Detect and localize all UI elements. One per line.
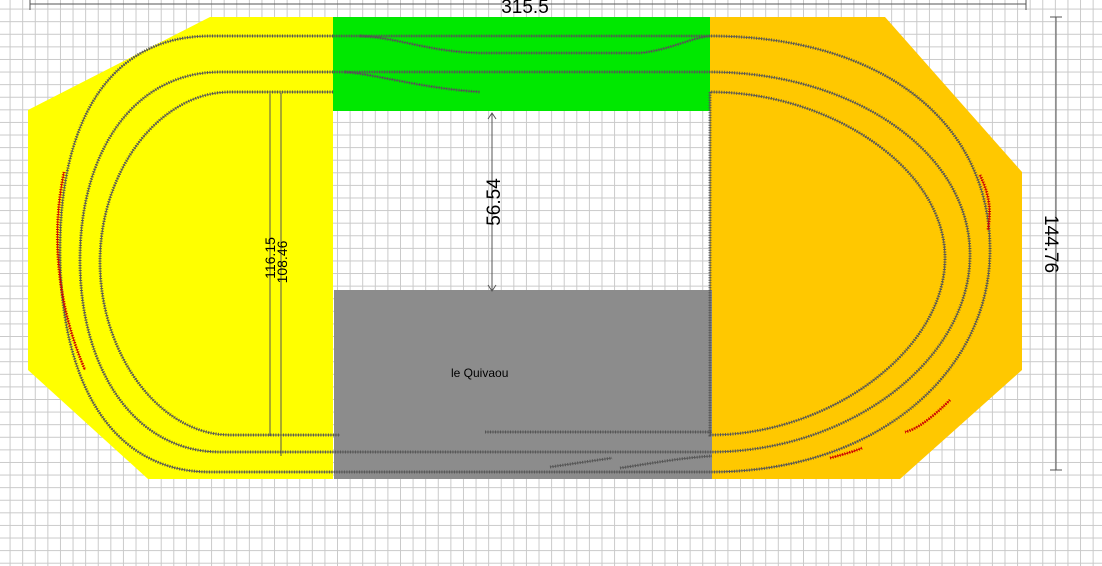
track-highlight-right-2-rail	[904, 399, 951, 433]
track-station-turnout-rail	[549, 457, 613, 468]
track-network	[55, 34, 992, 474]
right-baseboard	[710, 17, 1022, 479]
top-baseboard	[333, 17, 710, 111]
station-baseboard	[334, 290, 712, 479]
track-station-turnout-2-rail	[619, 455, 713, 469]
track-highlight-right-1-rail	[979, 174, 990, 231]
overall-length-label: 315.5	[501, 0, 549, 18]
dimension-right: 144.76	[1040, 16, 1062, 471]
track-top-siding-rail	[359, 35, 711, 54]
track-highlight-right-3-rail	[829, 447, 863, 459]
dimension-gap: 56.54	[484, 112, 505, 292]
overall-width-label: 144.76	[1040, 215, 1061, 273]
track-middle-loop-rail	[79, 71, 971, 453]
track-top-crossover-rail	[344, 71, 481, 93]
inner-radius-b-label: 108.46	[274, 240, 290, 283]
left-baseboard	[28, 17, 333, 479]
inner-gap-label: 56.54	[484, 178, 505, 226]
track-inner-loop-rail	[99, 91, 946, 436]
inner-radius-a-label: 116.15	[262, 237, 278, 279]
dimension-top: 315.5	[29, 0, 1027, 18]
station-name: le Quivaou	[451, 366, 508, 380]
dimension-inner-radius: 116.15 108.46	[262, 93, 290, 456]
track-outer-loop-rail	[59, 35, 991, 473]
track-highlight-left-rail	[57, 171, 86, 371]
